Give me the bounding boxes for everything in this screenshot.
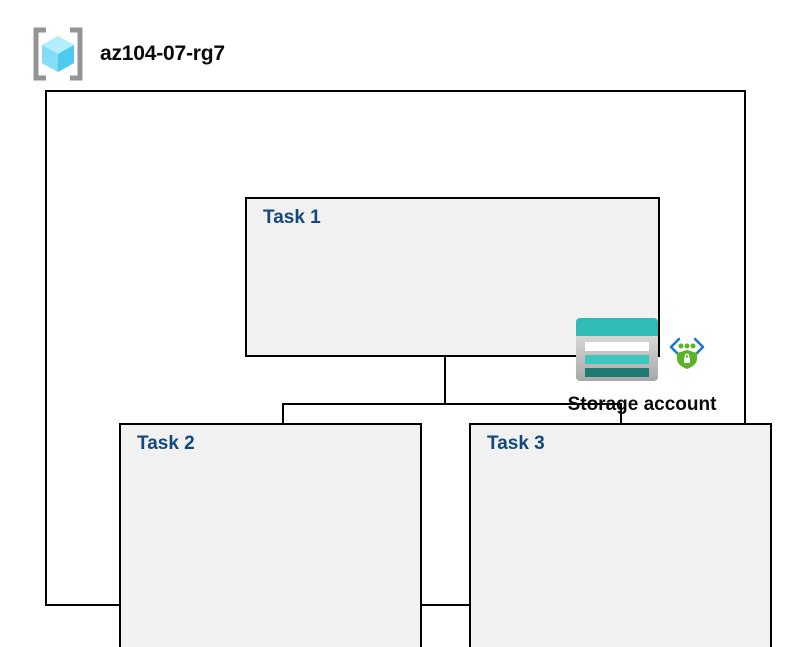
connector-trunk <box>444 357 446 405</box>
storage-account-node[interactable]: Storage account <box>532 317 752 416</box>
resource-group-cube-icon <box>30 26 86 82</box>
task-1-box[interactable]: Task 1 <box>245 197 716 415</box>
secure-endpoint-shield-icon <box>665 327 709 372</box>
storage-account-icon <box>575 317 659 382</box>
storage-account-caption: Storage account <box>567 394 717 415</box>
resource-group-title: az104-07-rg7 <box>100 42 225 65</box>
connector-horizontal-bar <box>282 403 622 405</box>
task-2-box[interactable]: Task 2 <box>119 423 422 647</box>
task-3-box[interactable]: Task 3 <box>469 423 772 647</box>
resource-group-header: az104-07-rg7 <box>30 26 225 82</box>
task-2-label: Task 2 <box>137 433 195 454</box>
task-3-label: Task 3 <box>487 433 545 454</box>
storage-account-icon-row <box>575 317 709 382</box>
task-1-label: Task 1 <box>263 207 321 228</box>
resource-group-container: Task 1 <box>45 90 772 647</box>
